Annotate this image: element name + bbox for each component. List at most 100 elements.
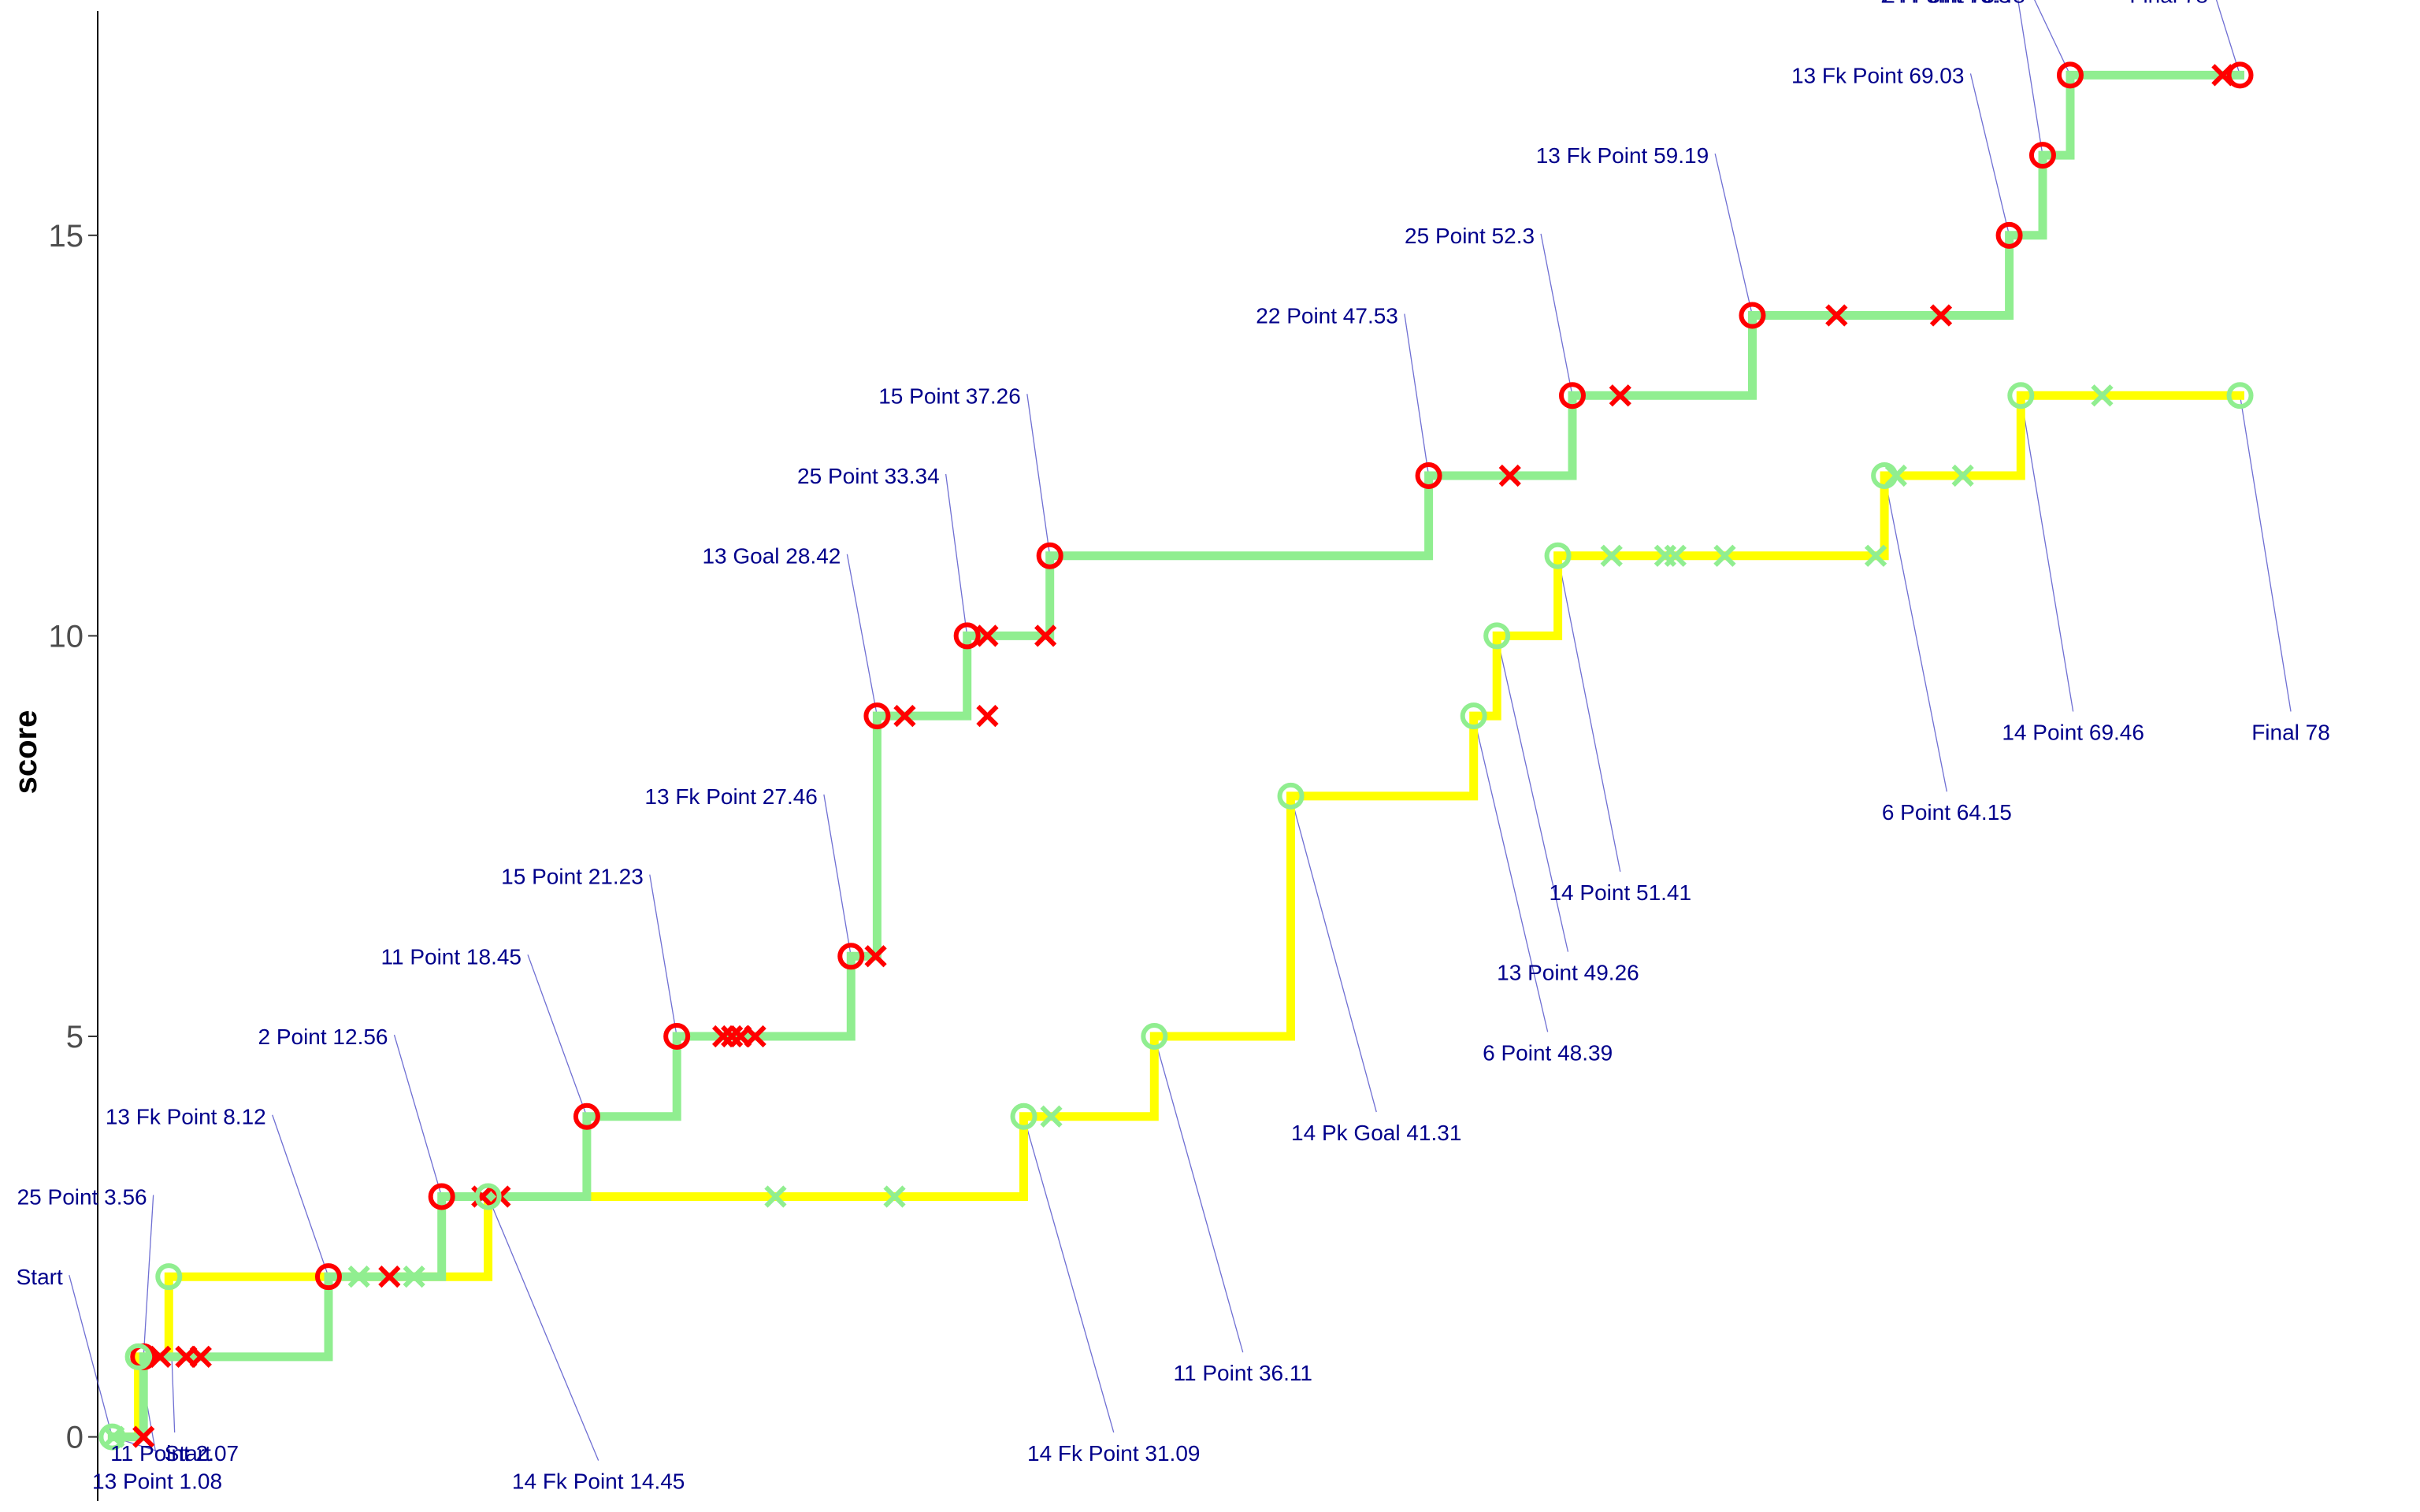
annotation-leader-line xyxy=(1404,313,1430,476)
annotation-leader-line xyxy=(488,1196,599,1461)
circle-marker xyxy=(2028,142,2056,169)
annotation-leader-line xyxy=(2215,0,2241,76)
circle-marker xyxy=(428,1183,455,1210)
annotation-leader-line xyxy=(2034,0,2071,76)
circle-marker xyxy=(474,1183,502,1210)
annotation-leader-line xyxy=(1496,636,1569,952)
annotation-label: 14 Pk Goal 41.31 xyxy=(1291,1121,1461,1145)
circle-marker xyxy=(953,622,981,650)
circle-marker xyxy=(2226,61,2254,89)
circle-marker xyxy=(1010,1102,1037,1130)
annotation-leader-line xyxy=(1023,1116,1115,1433)
circle-marker xyxy=(314,1263,342,1291)
annotation-label: 13 Goal 28.42 xyxy=(702,544,841,569)
y-tick-label: 5 xyxy=(66,1020,84,1054)
circle-marker xyxy=(2007,382,2035,410)
cross-marker xyxy=(1951,464,1974,487)
circle-marker xyxy=(663,1023,691,1051)
annotation-leader-line xyxy=(823,794,852,957)
annotation-label: 14 Fk Point 14.45 xyxy=(512,1469,685,1494)
cross-marker xyxy=(1034,624,1057,647)
circle-marker xyxy=(1871,461,1899,489)
annotation-label: 24 Point 73.48 xyxy=(1883,0,2025,8)
circle-marker xyxy=(1558,382,1586,410)
annotation-leader-line xyxy=(1026,394,1051,556)
cross-marker xyxy=(189,1345,212,1369)
annotation-leader-line xyxy=(1557,555,1621,873)
annotation-label: 13 Fk Point 69.03 xyxy=(1791,63,1964,87)
annotation-label: 14 Point 69.46 xyxy=(2002,720,2144,744)
annotation-label: 25 Point 3.56 xyxy=(17,1184,147,1209)
cross-marker xyxy=(864,945,887,968)
cross-marker xyxy=(721,1025,744,1048)
circle-marker xyxy=(837,943,865,970)
annotation-label: 15 Point 37.26 xyxy=(878,384,1021,408)
circle-marker xyxy=(573,1102,600,1130)
annotation-label: 11 Point 36.11 xyxy=(1174,1361,1312,1385)
circle-marker xyxy=(1739,302,1766,329)
circle-marker xyxy=(1995,221,2023,249)
circle-marker xyxy=(1141,1023,1168,1051)
circle-marker xyxy=(1483,622,1511,650)
cross-marker xyxy=(1825,304,1848,327)
annotation-label: Final 78 xyxy=(2129,0,2208,8)
cross-marker xyxy=(2091,384,2114,407)
circle-marker xyxy=(1277,782,1305,810)
annotation-label: 13 Point 1.08 xyxy=(92,1469,222,1494)
series-markers xyxy=(98,61,2254,1451)
cross-marker xyxy=(1600,544,1623,567)
cross-marker xyxy=(1713,544,1736,567)
annotation-label: 11 Point 18.45 xyxy=(380,944,521,969)
annotation-label: Start xyxy=(165,1441,211,1466)
cross-marker xyxy=(1609,384,1631,407)
annotation-label: 25 Point 52.3 xyxy=(1405,224,1535,248)
annotation-leader-line xyxy=(2020,395,2074,712)
annotation-leader-line xyxy=(846,554,878,717)
circle-marker xyxy=(1544,542,1572,569)
annotation-labels: Start 25 Point 3.56 13 Fk Point 8.12 2 Poin… xyxy=(17,0,2330,1494)
annotation-label: 25 Point 33.34 xyxy=(797,464,940,488)
circle-marker xyxy=(155,1263,183,1291)
circle-marker xyxy=(2226,382,2254,410)
annotation-leader-line xyxy=(1473,715,1549,1032)
circle-marker xyxy=(98,1423,126,1451)
circle-marker xyxy=(124,1343,152,1370)
circle-marker xyxy=(2056,61,2084,89)
circle-marker xyxy=(863,702,891,730)
annotation-leader-line xyxy=(649,874,677,1037)
annotation-label: 13 Fk Point 8.12 xyxy=(106,1105,266,1129)
annotation-label: 13 Point 49.26 xyxy=(1497,961,1639,985)
annotation-label: 14 Point 51.41 xyxy=(1549,880,1691,905)
cross-marker xyxy=(976,624,999,647)
y-tick-label: 15 xyxy=(49,219,84,254)
annotation-leader-line xyxy=(1290,795,1377,1113)
annotation-label: 11 Point 2.07 xyxy=(110,1441,239,1466)
annotation-leader-line xyxy=(2017,0,2043,156)
y-tick-label: 0 xyxy=(66,1421,84,1455)
cross-marker xyxy=(1864,544,1887,567)
cross-marker xyxy=(132,1425,155,1448)
annotation-label: 13 Fk Point 27.46 xyxy=(644,784,817,809)
annotation-leader-line xyxy=(527,954,588,1117)
cross-marker xyxy=(764,1185,787,1208)
annotation-leaders xyxy=(69,0,2292,1461)
cross-marker xyxy=(711,1025,735,1048)
annotation-label: Final 78 xyxy=(2251,720,2330,744)
cross-marker xyxy=(347,1266,370,1288)
circle-marker xyxy=(1415,461,1442,489)
annotation-label: 14 Fk Point 31.09 xyxy=(1027,1441,1200,1466)
cross-marker xyxy=(403,1266,425,1288)
annotation-label: 2 Point 12.56 xyxy=(258,1025,388,1049)
annotation-leader-line xyxy=(1153,1036,1244,1353)
annotation-label: 22 Point 47.53 xyxy=(1256,304,1398,328)
cross-marker xyxy=(744,1025,766,1048)
annotation-leader-line xyxy=(1969,73,2010,235)
circle-marker xyxy=(1460,702,1487,730)
annotation-label: 6 Point 48.39 xyxy=(1483,1040,1613,1065)
annotation-leader-line xyxy=(69,1275,113,1437)
cross-marker xyxy=(1929,304,1953,327)
annotation-leader-line xyxy=(272,1114,329,1277)
